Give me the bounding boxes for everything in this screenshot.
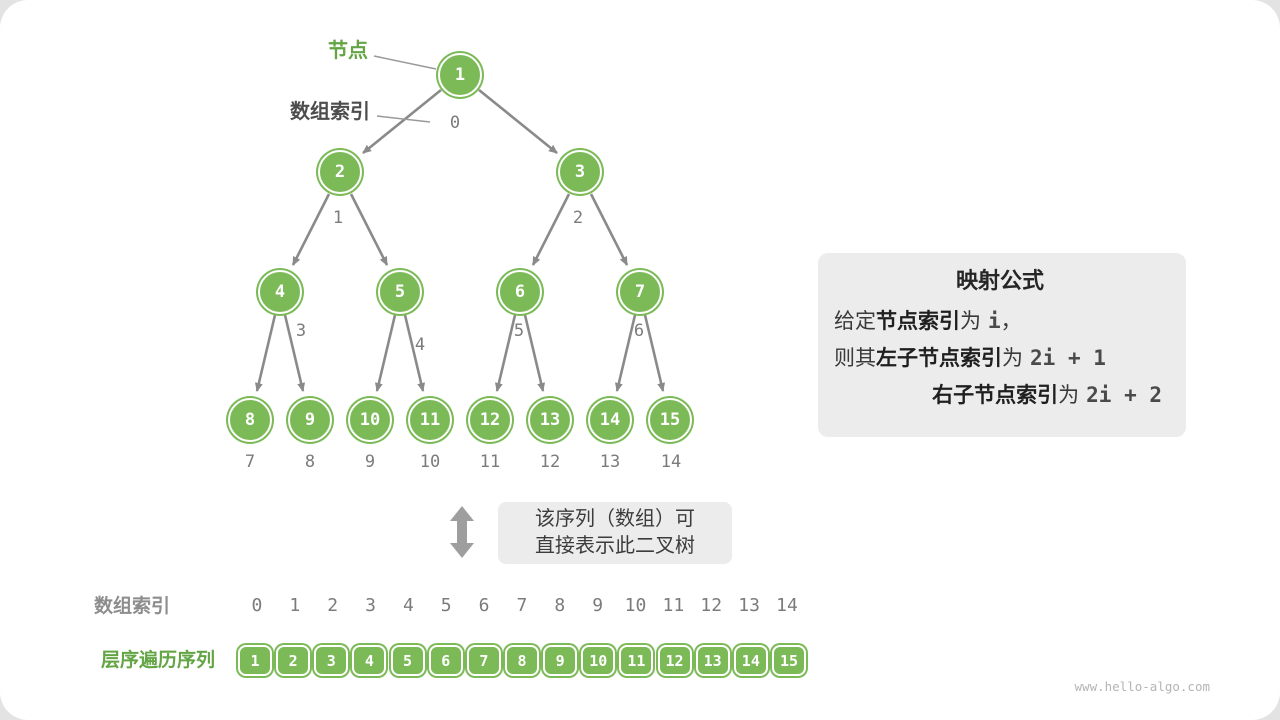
formula-code: + 1 <box>1055 346 1106 370</box>
array-cell-row: 1 2 3 4 5 6 7 8 9 10 11 12 13 14 15 <box>238 645 806 676</box>
node-index-label: 11 <box>479 452 501 472</box>
formula-var-i: i <box>1042 346 1056 370</box>
formula-code: + 2 <box>1111 383 1162 407</box>
bottom-array-index-label: 数组索引 <box>93 596 170 617</box>
array-index: 2 <box>327 595 339 616</box>
tree-node: 14 <box>588 398 632 442</box>
double-arrow-icon <box>450 506 474 558</box>
watermark: www.hello-algo.com <box>1074 679 1210 694</box>
array-index: 13 <box>738 595 760 616</box>
array-index: 8 <box>554 595 566 616</box>
formula-var-i: i <box>1098 383 1112 407</box>
tree-node: 4 <box>258 270 302 314</box>
formula-code: 2 <box>1086 383 1099 407</box>
node-index-label: 13 <box>599 452 621 472</box>
array-index: 10 <box>624 595 647 616</box>
array-cell: 8 <box>504 645 539 676</box>
array-index: 4 <box>402 595 414 616</box>
array-cell: 3 <box>314 645 349 676</box>
array-index: 5 <box>440 595 452 616</box>
tree-node: 1 <box>438 53 482 97</box>
node-index-label: 3 <box>295 321 307 341</box>
tree-node: 2 <box>318 150 362 194</box>
tree-node: 8 <box>228 398 272 442</box>
formula-text: ， <box>1000 310 1022 333</box>
array-cell: 1 <box>238 645 272 676</box>
tree-node: 11 <box>408 398 452 442</box>
array-cell: 7 <box>466 645 501 676</box>
array-cell: 2 <box>276 645 311 676</box>
node-index-label: 4 <box>414 335 426 355</box>
node-index-label: 10 <box>419 452 441 472</box>
node-index-label: 6 <box>633 321 645 341</box>
array-cell: 5 <box>390 645 425 676</box>
formula-text: 则其 <box>834 347 876 370</box>
tree-node: 3 <box>558 150 602 194</box>
node-index-label: 7 <box>244 452 256 472</box>
formula-text: 为 <box>1058 384 1080 407</box>
array-index: 9 <box>592 595 604 616</box>
tree-node: 10 <box>348 398 392 442</box>
tree-node: 7 <box>618 270 662 314</box>
array-cell: 13 <box>695 645 730 676</box>
tree-node: 6 <box>498 270 542 314</box>
formula-code: 2 <box>1030 346 1043 370</box>
array-index: 6 <box>478 595 490 616</box>
level-order-sequence-label: 层序遍历序列 <box>100 650 215 671</box>
node-index-label: 1 <box>332 208 344 228</box>
formula-text: 为 <box>960 310 981 333</box>
formula-var-i: i <box>988 309 1001 333</box>
array-cell: 10 <box>581 645 616 676</box>
formula-text-bold: 节点索引 <box>876 310 960 333</box>
label-pointer-lines <box>373 55 437 123</box>
array-index: 14 <box>776 595 798 616</box>
array-cell: 15 <box>771 645 806 676</box>
formula-text: 为 <box>1002 347 1023 370</box>
node-index-label: 0 <box>449 113 461 133</box>
tree-node: 12 <box>468 398 512 442</box>
callout-panel: 该序列（数组）可 直接表示此二叉树 <box>498 502 732 564</box>
node-index-label: 12 <box>539 452 561 472</box>
tree-node: 13 <box>528 398 572 442</box>
formula-text-bold: 左子节点索引 <box>876 347 1002 370</box>
node-pointer-label: 节点 <box>328 40 368 62</box>
formula-text-bold: 右子节点索引 <box>932 384 1059 407</box>
formula-text: 给定 <box>834 310 876 333</box>
array-index-pointer-label: 数组索引 <box>290 101 370 123</box>
formula-title: 映射公式 <box>955 268 1044 293</box>
node-index-label: 2 <box>572 208 584 228</box>
array-index: 3 <box>365 595 376 616</box>
array-index: 0 <box>251 595 263 616</box>
array-index: 1 <box>289 595 301 616</box>
array-index: 11 <box>662 595 685 616</box>
array-cell: 14 <box>733 645 768 676</box>
tree-node: 5 <box>378 270 422 314</box>
node-index-label: 8 <box>304 452 316 472</box>
callout-line: 该序列（数组）可 <box>535 508 695 530</box>
array-index: 7 <box>516 595 528 616</box>
array-index-row: 0 1 2 3 4 5 6 7 8 9 10 11 12 13 14 <box>238 595 806 616</box>
callout-line: 直接表示此二叉树 <box>535 535 695 557</box>
array-cell: 6 <box>428 645 463 676</box>
node-index-label: 9 <box>364 452 376 472</box>
node-index-label: 5 <box>513 321 525 341</box>
array-cell: 12 <box>657 645 692 676</box>
array-cell: 11 <box>619 645 654 676</box>
array-index: 12 <box>700 595 723 616</box>
tree-node: 15 <box>648 398 692 442</box>
node-index-label: 14 <box>660 452 682 472</box>
tree-node: 9 <box>288 398 332 442</box>
tree-edge-arrows <box>254 88 666 392</box>
array-cell: 9 <box>543 645 578 676</box>
array-cell: 4 <box>352 645 387 676</box>
